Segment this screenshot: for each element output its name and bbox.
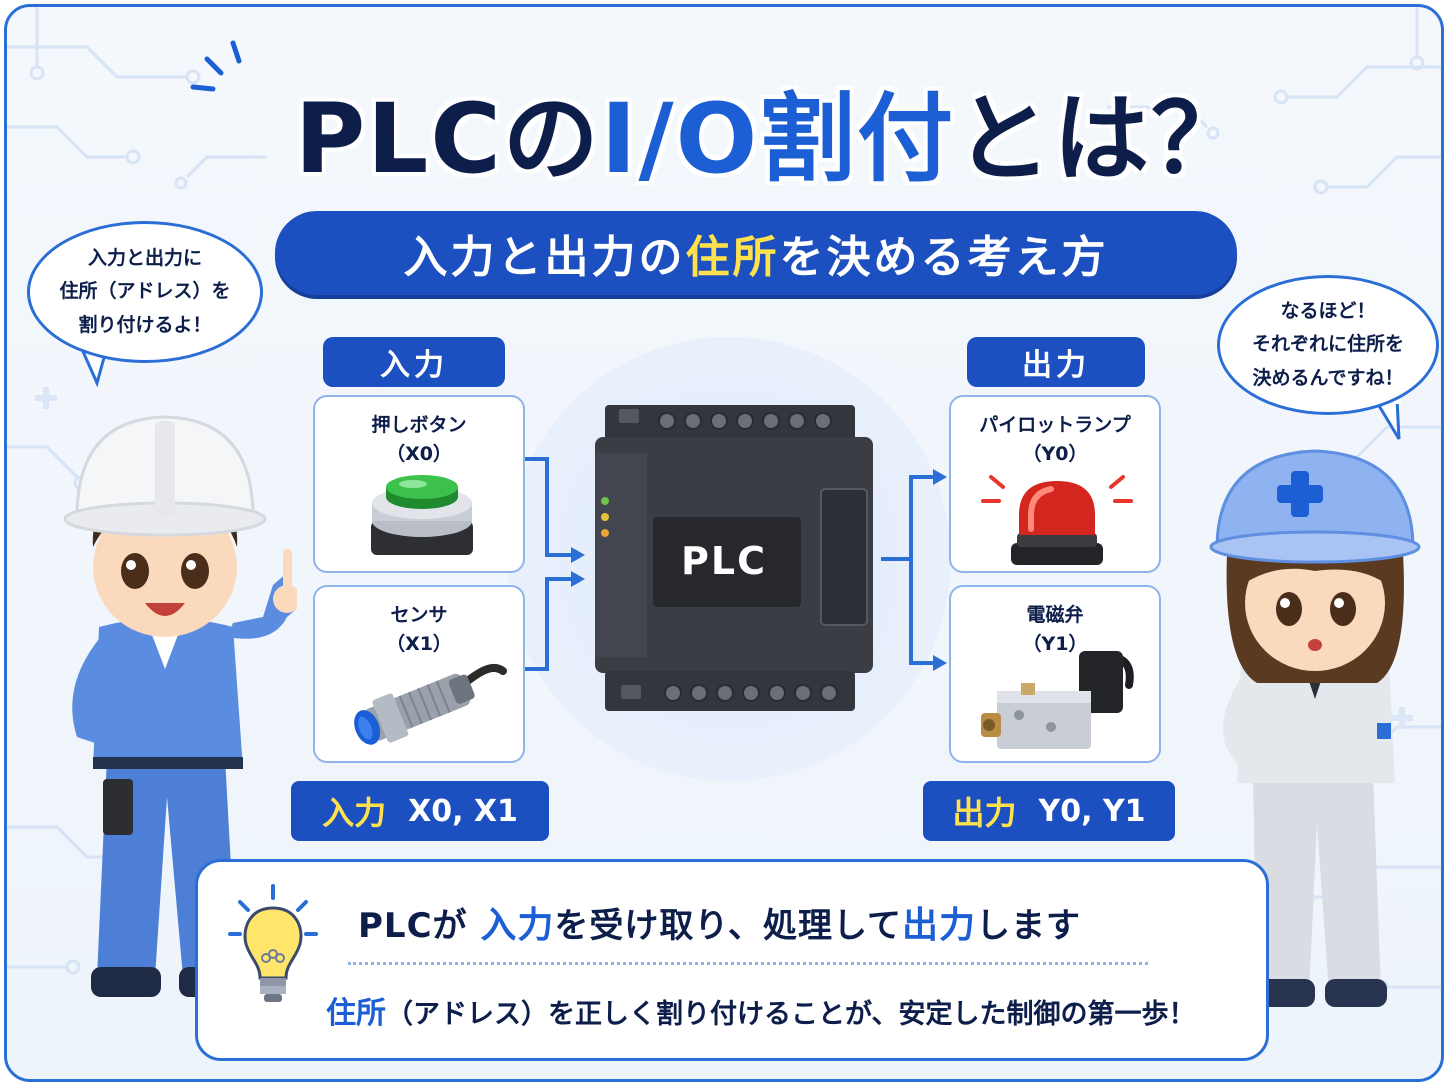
push-button-icon: [371, 475, 473, 555]
speech-left-line: 入力と出力に: [87, 247, 202, 270]
speech-bubble-right: なるほど！ それぞれに住所を 決めるんですね！: [1217, 275, 1439, 415]
speech-right-line: それぞれに住所を: [1251, 333, 1404, 356]
assignment-addresses: Y0, Y1: [1038, 793, 1146, 829]
device-name: センサ: [390, 604, 448, 626]
plc-label: PLC: [681, 539, 767, 583]
title-accent: I/O割付: [600, 82, 956, 195]
note-divider: [348, 962, 1148, 965]
note-line2-a: 住所: [326, 996, 386, 1031]
engineer-character-left: [63, 415, 297, 997]
note-line-2: 住所（アドレス）を正しく割り付けることが、安定した制御の第一歩！: [326, 988, 1256, 1032]
pilot-lamp-icon: [981, 475, 1133, 565]
assignment-keyword: 入力: [322, 794, 387, 832]
lightbulb-icon: [228, 884, 318, 1002]
output-device-card: 電磁弁 （Y1）: [949, 585, 1161, 763]
subtitle-banner: 入力と出力の住所を決める考え方: [275, 211, 1237, 295]
engineer-character-right: [1209, 449, 1421, 1007]
plc-unit: [595, 405, 873, 711]
input-assignment-badge: 入力 X0, X1: [291, 781, 549, 841]
speech-bubble-left: 入力と出力に 住所（アドレス）を 割り付けるよ！: [27, 221, 263, 363]
note-line1-a: PLCが: [358, 906, 481, 946]
arrow-head: [571, 547, 585, 563]
subtitle-highlight: 住所: [685, 232, 780, 283]
device-name: パイロットランプ: [979, 414, 1131, 436]
speech-left-line: 割り付けるよ！: [78, 313, 212, 336]
device-name: 押しボタン: [371, 414, 467, 436]
summary-note: PLCが 入力を受け取り、処理して出力します 住所（アドレス）を正しく割り付ける…: [195, 859, 1269, 1061]
note-line1-e: します: [976, 906, 1082, 946]
device-address: （X1）: [386, 633, 452, 656]
note-line1-b: 入力: [480, 905, 555, 946]
output-connection-arrows: [881, 475, 935, 665]
input-section-label: 入力: [323, 337, 505, 387]
speech-right-line: 決めるんですね！: [1252, 366, 1404, 389]
title-prefix: PLCの: [294, 82, 601, 195]
output-assignment-badge: 出力 Y0, Y1: [923, 781, 1175, 841]
title-suffix: とは？: [955, 82, 1250, 195]
emphasis-burst-icon: [190, 40, 242, 92]
input-device-card: 押しボタン （X0）: [313, 395, 525, 573]
note-line1-c: を受け取り、処理して: [554, 906, 903, 946]
device-name: 電磁弁: [1026, 604, 1084, 626]
note-line1-d: 出力: [902, 905, 977, 946]
note-line2-b: （アドレス）を正しく割り付けることが、安定した制御の第一歩！: [386, 999, 1196, 1030]
subtitle-pre: 入力と出力の: [403, 232, 686, 283]
device-address: （X0）: [386, 443, 452, 466]
arrow-head: [933, 655, 947, 671]
device-address: （Y1）: [1022, 633, 1088, 656]
input-connection-arrows: [523, 457, 573, 671]
assignment-keyword: 出力: [952, 794, 1017, 832]
speech-right-line: なるほど！: [1280, 300, 1376, 323]
proximity-sensor-icon: [354, 663, 507, 745]
subtitle-post: を決める考え方: [779, 232, 1109, 283]
arrow-head: [571, 571, 585, 587]
speech-left-line: 住所（アドレス）を: [59, 280, 231, 303]
note-line-1: PLCが 入力を受け取り、処理して出力します: [358, 896, 1218, 948]
output-section-label: 出力: [967, 337, 1145, 387]
diagram-layer: [507, 337, 951, 781]
output-device-card: パイロットランプ （Y0）: [949, 395, 1161, 573]
device-address: （Y0）: [1022, 443, 1088, 466]
input-device-card: センサ （X1）: [313, 585, 525, 763]
assignment-addresses: X0, X1: [408, 793, 518, 829]
solenoid-valve-icon: [981, 651, 1134, 749]
arrow-head: [933, 469, 947, 485]
